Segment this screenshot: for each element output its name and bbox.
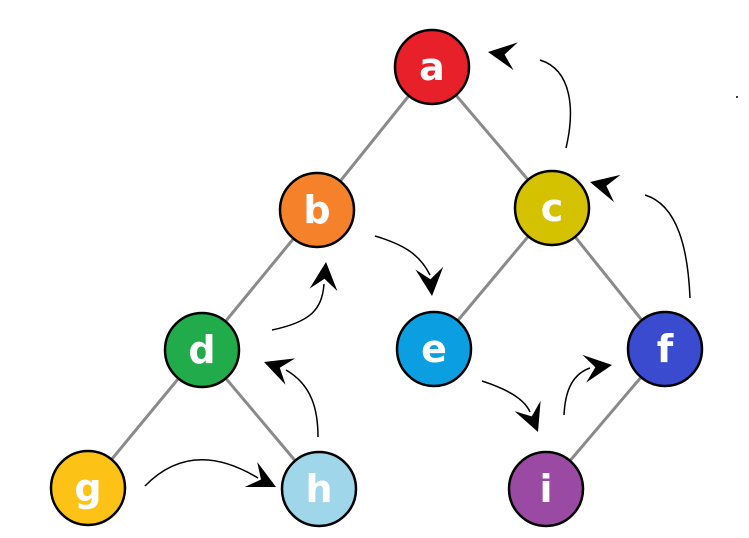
node-circle-b: [278, 171, 356, 249]
traversal-arrow-b-e: [374, 235, 444, 296]
node-circle-a: [393, 28, 471, 106]
node-h: h: [280, 450, 358, 528]
node-circle-c: [513, 169, 591, 247]
traversal-arrow-line-c-a: [539, 59, 572, 149]
traversal-arrow-c-a: [488, 42, 572, 149]
traversal-arrows-layer: [144, 42, 691, 487]
arrowhead-icon-f-c: [590, 174, 621, 203]
node-circle-f: [626, 310, 704, 388]
node-e: e: [395, 310, 473, 388]
node-i: i: [507, 450, 585, 528]
node-label-g: g: [74, 466, 101, 510]
node-label-i: i: [539, 467, 552, 511]
arrowhead-icon-d-b: [309, 262, 338, 292]
node-label-h: h: [305, 467, 332, 511]
arrowhead-icon-c-a: [488, 42, 518, 71]
traversal-arrow-line-d-b: [271, 283, 325, 331]
nodes-layer: a b c d e f g h i: [49, 28, 704, 528]
traversal-arrow-g-h: [144, 459, 276, 487]
node-label-b: b: [303, 188, 330, 232]
node-circle-i: [507, 450, 585, 528]
arrowhead-icon-g-h: [244, 461, 276, 487]
traversal-arrow-line-h-d: [285, 369, 319, 438]
node-b: b: [278, 171, 356, 249]
node-d: d: [163, 311, 241, 389]
node-circle-h: [280, 450, 358, 528]
arrowhead-icon-i-f: [582, 354, 612, 383]
traversal-arrow-line-f-c: [644, 194, 691, 299]
traversal-arrow-line-g-h: [144, 459, 259, 487]
node-a: a: [393, 28, 471, 106]
node-g: g: [49, 449, 127, 527]
node-label-c: c: [541, 186, 564, 230]
node-c: c: [513, 169, 591, 247]
arrowhead-icon-b-e: [415, 266, 444, 296]
node-circle-e: [395, 310, 473, 388]
traversal-arrow-i-f: [563, 354, 612, 416]
node-circle-d: [163, 311, 241, 389]
traversal-arrow-d-b: [271, 262, 338, 331]
traversal-arrow-h-d: [264, 358, 319, 438]
node-label-d: d: [188, 328, 215, 372]
node-f: f: [626, 310, 704, 388]
node-label-a: a: [419, 45, 445, 89]
edges-layer: [86, 66, 667, 490]
traversal-arrow-line-e-i: [481, 380, 531, 413]
arrowhead-icon-h-d: [264, 358, 296, 385]
arrowhead-icon-e-i: [514, 400, 541, 432]
traversal-arrow-f-c: [590, 174, 691, 299]
node-label-f: f: [657, 327, 674, 371]
traversal-arrow-e-i: [481, 380, 541, 432]
stray-dot: [736, 96, 738, 98]
node-label-e: e: [421, 327, 447, 371]
traversal-arrow-line-b-e: [374, 235, 431, 276]
node-circle-g: [49, 449, 127, 527]
traversal-arrow-line-i-f: [563, 367, 591, 416]
